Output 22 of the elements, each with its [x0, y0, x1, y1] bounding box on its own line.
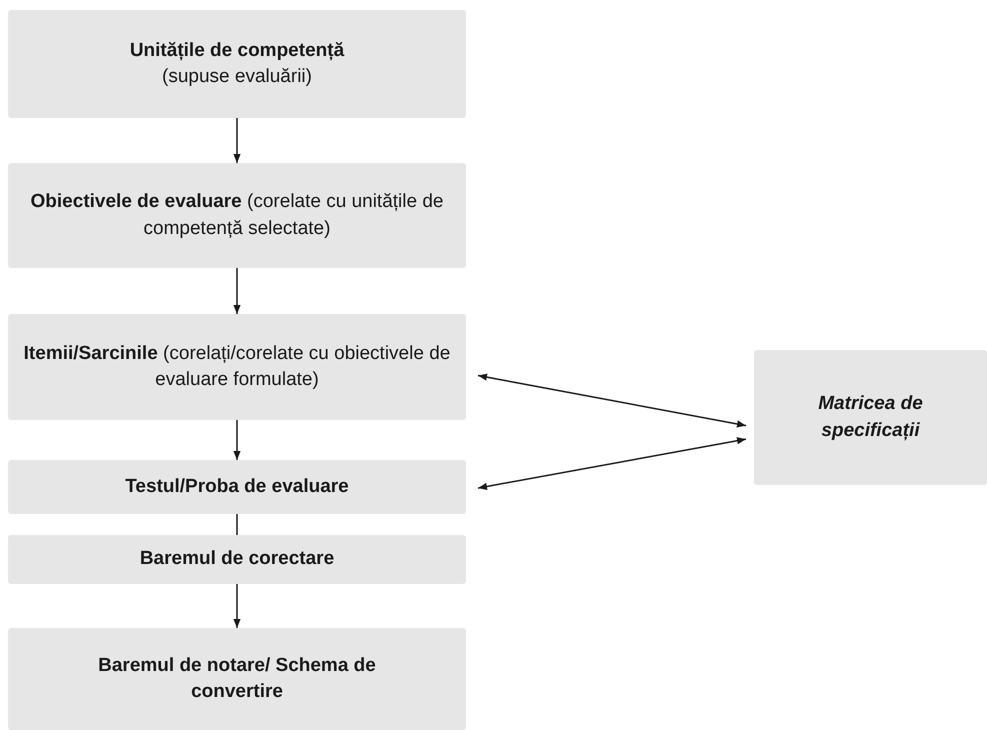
box-subtitle: (supuse evaluării)	[162, 65, 312, 89]
arrow	[233, 268, 241, 314]
arrow	[478, 437, 746, 490]
process-box	[754, 350, 987, 485]
process-box	[8, 163, 466, 268]
box-title: Itemii/Sarcinile (corelați/corelate cu obiectivele de evaluare formulate)	[22, 342, 452, 392]
box-title: Baremul de notare/ Schema de convertire	[97, 654, 377, 704]
arrow	[478, 374, 746, 428]
process-box	[8, 10, 466, 118]
box-title: Matricea de specificații	[817, 392, 924, 442]
process-box	[8, 535, 466, 584]
process-box	[8, 314, 466, 420]
arrow	[233, 584, 241, 628]
connector-line	[236, 514, 238, 535]
box-title: Obiectivele de evaluare (corelate cu unitățile de competență selectate)	[30, 190, 444, 240]
box-title: Unitățile de competență	[130, 38, 344, 63]
box-title: Testul/Proba de evaluare	[125, 474, 349, 499]
arrow	[233, 118, 241, 163]
process-box	[8, 628, 466, 730]
box-title: Baremul de corectare	[140, 547, 334, 572]
arrow	[233, 420, 241, 460]
process-box	[8, 460, 466, 514]
